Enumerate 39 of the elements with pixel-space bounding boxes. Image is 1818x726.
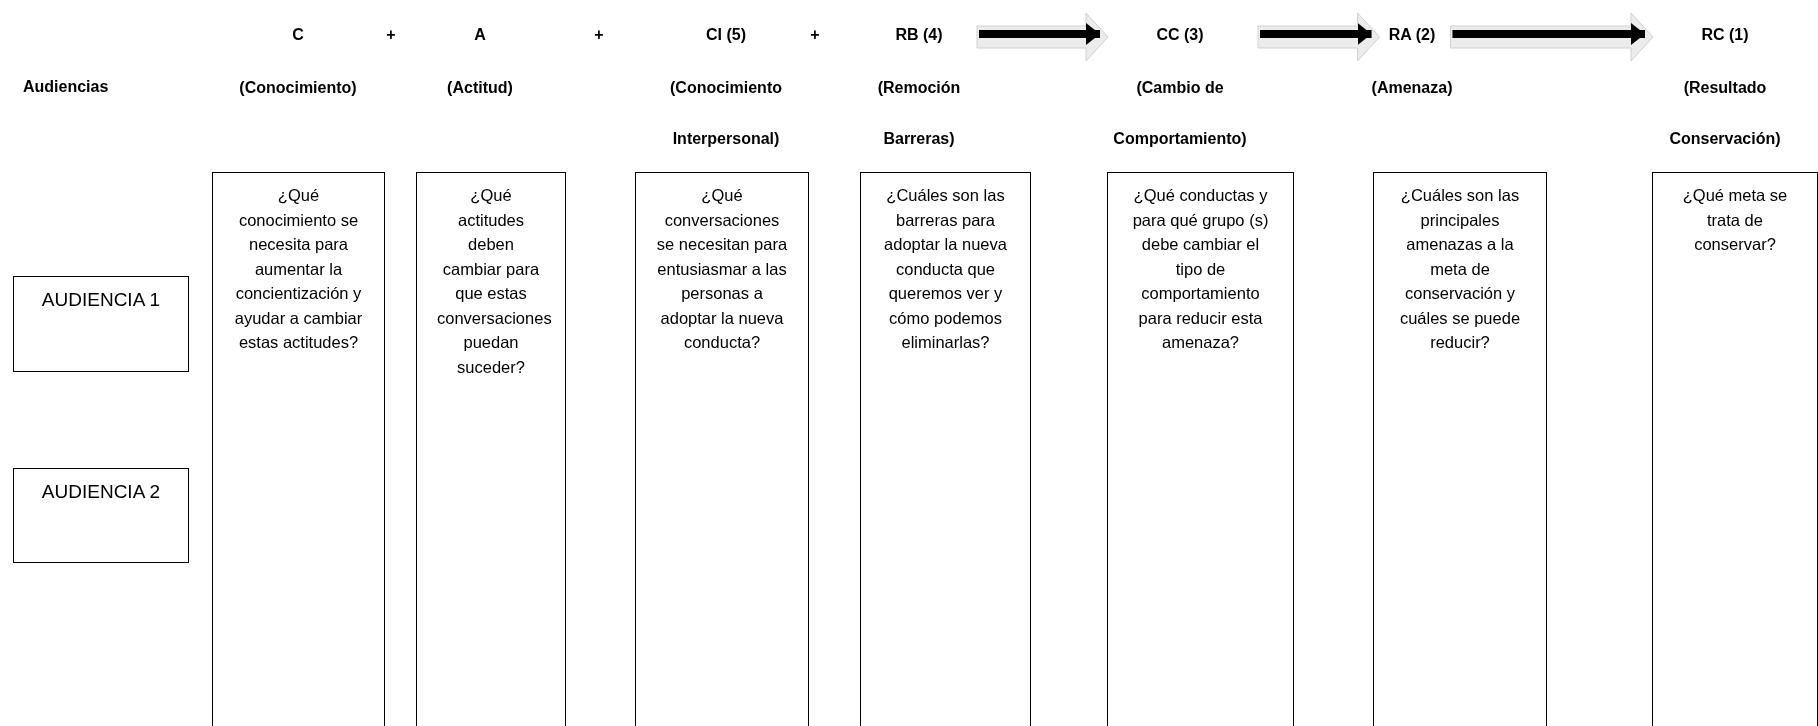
plus-sign: + (810, 25, 820, 45)
column-code: CI (5) (705, 25, 747, 45)
column-code: RA (2) (1387, 25, 1437, 45)
column-title: (Conocimiento) (239, 78, 357, 98)
row-header: Audiencias (23, 77, 109, 97)
question-text: ¿Qué conversaciones se necesitan para entusiasmar a las personas a adoptar la nueva conducta? (656, 186, 788, 351)
question-column-box (1107, 172, 1294, 726)
column-title: (Actitud) (447, 78, 513, 98)
column-code: CC (3) (1155, 25, 1205, 45)
question-column-box (860, 172, 1031, 726)
question-column-box (1373, 172, 1547, 726)
plus-sign: + (386, 25, 396, 45)
column-code: RC (1) (1700, 25, 1750, 45)
question-column-box (1652, 172, 1818, 726)
column-title: (Amenaza) (1371, 78, 1453, 98)
column-title: (Remoción Barreras) (876, 78, 962, 149)
audience-label: AUDIENCIA 1 (41, 289, 161, 310)
audience-box (13, 276, 189, 372)
column-title: (Resultado Conservación) (1668, 78, 1782, 149)
plus-sign: + (594, 25, 604, 45)
question-text: ¿Qué conductas y para qué grupo (s) debe cambiar el tipo de comportamiento para reducir esta amenaza? (1132, 186, 1269, 351)
block-arrow (1257, 12, 1381, 62)
question-column-box (212, 172, 385, 726)
column-code: A (473, 25, 487, 45)
column-code: RB (4) (894, 25, 944, 45)
audience-label: AUDIENCIA 2 (41, 481, 161, 502)
question-text: ¿Cuáles son las barreras para adoptar la nueva conducta que queremos ver y cómo podemos eliminarlas? (884, 186, 1007, 351)
question-text: ¿Qué meta se trata de conservar? (1682, 186, 1788, 253)
column-title: (Conocimiento Interpersonal) (669, 78, 783, 149)
question-column-box (635, 172, 809, 726)
question-text: ¿Qué conocimiento se necesita para aumentar la concientización y ayudar a cambiar estas actitudes? (234, 186, 363, 351)
question-column-box (416, 172, 566, 726)
column-title: (Cambio de Comportamiento) (1112, 78, 1248, 149)
block-arrow (1449, 12, 1654, 62)
audience-box (13, 468, 189, 563)
block-arrow (976, 12, 1109, 62)
column-code: C (291, 25, 305, 45)
question-text: ¿Qué actitudes deben cambiar para que estas conversaciones puedan suceder? (437, 186, 552, 376)
question-text: ¿Cuáles son las principales amenazas a la meta de conservación y cuáles se puede reducir? (1399, 186, 1521, 351)
